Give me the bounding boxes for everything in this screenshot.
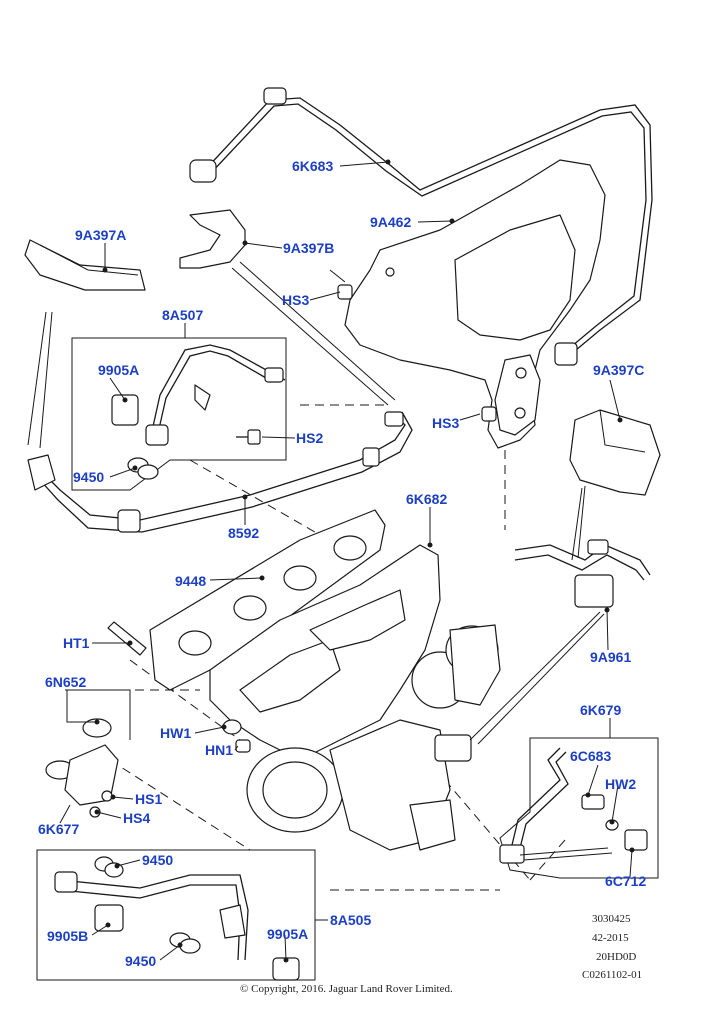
callout-9905A-top: 9905A — [98, 362, 139, 378]
heat-shield-9A397A — [24, 239, 146, 291]
oil-return-kit-8A507-box — [71, 337, 287, 491]
callout-6C712: 6C712 — [605, 873, 646, 889]
manifold-gasket-9448 — [149, 509, 386, 691]
callout-HT1: HT1 — [63, 635, 90, 651]
oil-drain-pipe-6K677 — [64, 744, 119, 818]
callout-6K677: 6K677 — [38, 821, 79, 837]
callout-9905A-bottom: 9905A — [267, 926, 308, 942]
callout-HW2: HW2 — [605, 776, 636, 792]
callout-HS3-lower: HS3 — [432, 415, 459, 431]
callout-8A505: 8A505 — [330, 912, 371, 928]
callout-HS2: HS2 — [296, 430, 323, 446]
callout-labels: 6K683 9A462 9A397A 9A397B HS3 8A507 9905… — [38, 158, 646, 969]
nut-HN1 — [235, 739, 251, 753]
oil-feed-kit-8A505-box — [36, 849, 316, 981]
diagram-reference-block: 3030425 42-2015 20HD0D C0261102-01 — [582, 913, 642, 981]
callout-6K682: 6K682 — [406, 491, 447, 507]
ref-line-1: 3030425 — [592, 913, 631, 925]
oil-feed-tube-6K683 — [189, 87, 653, 366]
callout-HN1: HN1 — [205, 742, 233, 758]
heat-shield-9A462 — [344, 159, 606, 449]
callout-9A397C: 9A397C — [593, 362, 644, 378]
callout-9448: 9448 — [175, 573, 206, 589]
ref-line-4: C0261102-01 — [582, 969, 642, 981]
callout-9A462: 9A462 — [370, 214, 411, 230]
callout-9450-top: 9450 — [73, 469, 104, 485]
wastegate-solenoid-9A961 — [514, 539, 651, 608]
oil-return-assembly-6K679-box — [499, 737, 659, 879]
callout-9A397B: 9A397B — [283, 240, 334, 256]
ref-line-3: 20HD0D — [596, 951, 636, 963]
stud-HT1 — [107, 621, 147, 656]
leader-lines — [27, 161, 633, 961]
callout-9450-bottom-2: 9450 — [125, 953, 156, 969]
callout-9A961: 9A961 — [590, 649, 631, 665]
callout-HS4: HS4 — [123, 810, 150, 826]
copyright-notice: © Copyright, 2016. Jaguar Land Rover Lim… — [240, 983, 453, 995]
turbo-manifold-6K682 — [209, 544, 501, 851]
callout-HS3-upper: HS3 — [282, 292, 309, 308]
callout-HS1: HS1 — [135, 791, 162, 807]
coolant-pipe-8592 — [27, 411, 413, 533]
callout-HW1: HW1 — [160, 725, 191, 741]
bolt-HS2 — [236, 429, 261, 445]
heat-shield-9A397C — [569, 409, 661, 496]
bolt-HS3-upper — [337, 284, 353, 300]
callout-6N652: 6N652 — [45, 674, 86, 690]
callout-9905B: 9905B — [47, 928, 88, 944]
callout-6C683: 6C683 — [570, 748, 611, 764]
callout-8A507: 8A507 — [162, 307, 203, 323]
bolt-HS3-lower — [481, 406, 497, 422]
heat-shield-9A397B — [179, 209, 246, 269]
ref-line-2: 42-2015 — [592, 932, 629, 944]
callout-6K683: 6K683 — [292, 158, 333, 174]
leader-dots — [94, 159, 635, 963]
callout-8592: 8592 — [228, 525, 259, 541]
callout-9450-bottom-1: 9450 — [142, 852, 173, 868]
callout-9A397A: 9A397A — [75, 227, 126, 243]
callout-6K679: 6K679 — [580, 702, 621, 718]
